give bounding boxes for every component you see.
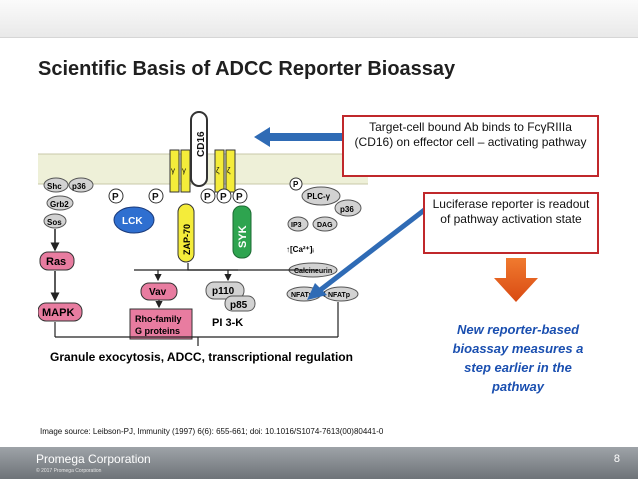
footer-copyright: © 2017 Promega Corporation (36, 468, 102, 474)
svg-text:P: P (204, 192, 211, 203)
p36-left-label: p36 (72, 182, 86, 191)
p110-box (205, 281, 245, 300)
p110-label: p110 (212, 286, 235, 297)
mapk-label: MAPK (42, 307, 74, 319)
page-number: 8 (613, 453, 620, 465)
footer-company: Promega Corporation (36, 452, 151, 466)
callout-cd16: Target-cell bound Ab binds to FcγRIIIa (… (342, 115, 599, 177)
rho-box (129, 308, 193, 340)
gamma-label-left: γ (171, 166, 175, 175)
syk-label: SYK (237, 225, 249, 248)
p-plc: P (293, 180, 299, 189)
svg-text:P: P (220, 192, 227, 203)
mapk-box (38, 302, 83, 322)
convergence-bracket (54, 302, 339, 346)
down-arrow-icon (494, 258, 538, 302)
rho-label-2: G proteins (135, 326, 180, 336)
syk-node (232, 205, 252, 259)
phosphate-row: P P P P P (108, 188, 248, 204)
ras-label: Ras (46, 256, 66, 268)
rho-label-1: Rho-family (135, 314, 182, 324)
pi3k-label: PI 3-K (212, 317, 243, 329)
sos-label: Sos (47, 218, 62, 227)
lck-label: LCK (122, 216, 143, 227)
top-bar (0, 0, 638, 38)
new-reporter-text: New reporter-based bioassay measures a s… (452, 322, 584, 394)
arrow-to-cd16 (254, 127, 344, 147)
gamma-label-right: γ (182, 166, 186, 175)
cd16-label: CD16 (196, 131, 207, 157)
zap70-label: ZAP-70 (182, 224, 192, 255)
p85-label: p85 (230, 300, 248, 311)
shc-label: Shc (47, 182, 62, 191)
image-source: Image source: Leibson-PJ, Immunity (1997… (40, 427, 384, 436)
p85-box (224, 295, 256, 312)
gamma-chain-right (180, 149, 191, 193)
zeta-label-right: ζ (227, 166, 231, 175)
svg-text:P: P (236, 192, 243, 203)
grb2-label: Grb2 (50, 200, 69, 209)
gamma-chain-left (169, 149, 180, 193)
lck-node (113, 206, 155, 234)
slide-title: Scientific Basis of ADCC Reporter Bioass… (38, 58, 456, 80)
nfatp-label-left: NFATp (291, 292, 313, 299)
plcg-node (301, 186, 341, 206)
p36-right-label: p36 (340, 205, 354, 214)
arrow-to-nfat (307, 206, 429, 300)
calcium-label: ↑[Ca²⁺]ᵢ (286, 245, 314, 254)
callout-luciferase: Luciferase reporter is readout of pathwa… (423, 192, 599, 254)
svg-text:P: P (152, 192, 159, 203)
svg-text:P: P (112, 192, 119, 203)
zeta-label-left: ζ (216, 166, 220, 175)
nfatp-label-right: NFATp (328, 292, 350, 299)
plcg-label: PLC-γ (307, 192, 331, 201)
cd16-receptor (190, 111, 208, 187)
vav-label: Vav (149, 287, 167, 298)
outcome-label: Granule exocytosis, ADCC, transcriptiona… (50, 350, 353, 364)
dag-label: DAG (317, 222, 333, 229)
zap70-node (177, 203, 195, 263)
ip3-label: IP3 (291, 222, 302, 229)
zeta-chain-right (225, 149, 236, 193)
footer-bar: Promega Corporation © 2017 Promega Corpo… (0, 447, 638, 479)
calcineurin-label: Calcineurin (294, 268, 332, 275)
signaling-pathway-diagram: CD16 γ γ ζ ζ P P P P P Shc p36 Grb2 Sos … (38, 111, 368, 364)
ras-box (39, 251, 75, 271)
